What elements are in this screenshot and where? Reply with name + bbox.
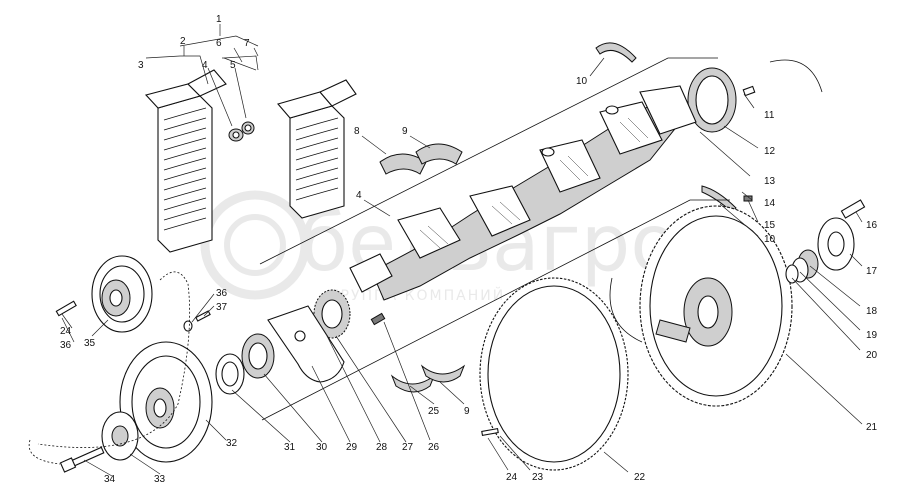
callout-18: 18 [866,306,878,317]
callout-21: 21 [866,422,878,433]
callout-31: 31 [284,442,296,453]
crank-web [397,85,697,259]
callout-24a: 24 [506,472,518,483]
main-bearing-kit-box [144,69,227,253]
crankshaft [349,85,697,301]
bearing-18 [785,249,819,284]
callout-15: 15 [764,220,776,231]
callout-27: 27 [402,442,414,453]
front-counterweight [267,305,345,383]
bushing-5 [241,121,255,135]
callout-9a: 9 [402,126,408,137]
callout-10b: 10 [764,234,776,245]
thrust-washer-30 [241,333,275,379]
callout-4a: 4 [202,60,208,71]
callout-36a: 36 [60,340,72,351]
ring-gear-pin-23 [481,428,499,436]
bushing-4 [228,128,244,142]
callout-26: 26 [428,442,440,453]
pin-15 [743,195,753,202]
callout-14: 14 [764,198,776,209]
leader-lines [61,24,863,477]
rod-bearing-kit-box [277,79,357,219]
callout-34: 34 [104,474,116,485]
callout-1: 1 [216,14,222,25]
callout-20: 20 [866,350,878,361]
callout-23: 23 [532,472,544,483]
callout-10a: 10 [576,76,588,87]
flywheel-bolt [840,199,866,219]
crankshaft-pulley [91,255,153,333]
dowel-pin-11 [742,85,756,97]
pulley-bolt-24 [55,300,77,317]
callout-16: 16 [866,220,878,231]
callout-19: 19 [866,330,878,341]
callout-28: 28 [376,442,388,453]
callout-22: 22 [634,472,646,483]
callout-2: 2 [180,36,186,47]
callout-37: 37 [216,302,228,313]
callout-24b: 24 [60,326,72,337]
callout-30: 30 [316,442,328,453]
damper-hub-33 [101,411,139,461]
woodruff-key [370,312,386,326]
callout-6: 6 [216,38,222,49]
callout-13: 13 [764,176,776,187]
watermark-tagline: ГРУППА КОМПАНИЙ [330,286,505,304]
callout-3: 3 [138,60,144,71]
oil-deflector-31 [215,353,245,395]
callout-11: 11 [764,110,775,121]
callout-35: 35 [84,338,96,349]
callout-8: 8 [354,126,360,137]
damper-bolt-34 [59,446,105,473]
crankshaft-gear [313,289,351,339]
watermark-logo-ring [200,190,310,300]
assembly-guide-lines [28,57,823,465]
callout-17: 17 [866,266,878,277]
callout-29: 29 [346,442,358,453]
watermark-logo-ring-inner [224,214,286,276]
callout-9b: 9 [464,406,470,417]
callout-5: 5 [230,60,236,71]
callout-25: 25 [428,406,440,417]
callout-4b: 4 [356,190,362,201]
flywheel-ring-gear [479,277,629,471]
flywheel [639,205,793,407]
thrust-half-ring-top [595,42,637,63]
rear-oil-seal [687,67,737,133]
torsional-damper [119,341,213,463]
callout-labels: 1 2 3 4 5 6 7 8 9 10 11 12 13 14 15 10 1… [60,14,878,485]
callout-12: 12 [764,146,776,157]
main-bearing-shells-top [379,143,463,175]
callout-33: 33 [154,474,166,485]
callout-7: 7 [244,38,250,49]
callout-32: 32 [226,438,238,449]
rod-bearing-shells-lower [390,364,466,393]
callout-36b: 36 [216,288,228,299]
flywheel-washer-plate [817,217,855,271]
